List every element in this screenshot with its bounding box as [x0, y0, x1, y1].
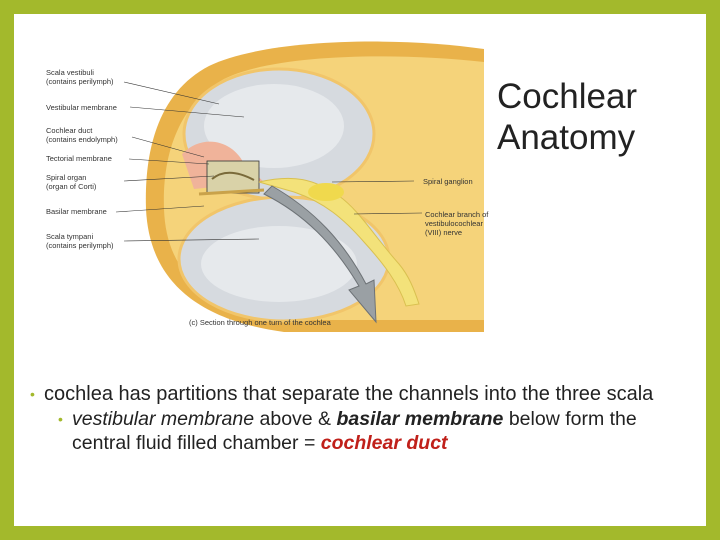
bullet-list: • cochlea has partitions that separate t…	[30, 382, 700, 455]
bullet-dot-icon: •	[58, 411, 63, 427]
bullet-item: • cochlea has partitions that separate t…	[30, 382, 700, 406]
label-scala-tympani-note: (contains perilymph)	[46, 241, 114, 250]
label-cochlear-branch-3: (VIII) nerve	[425, 228, 462, 237]
label-cochlear-branch-2: vestibulocochlear	[425, 219, 483, 228]
basilar-membrane-line	[198, 188, 265, 196]
label-spiral-organ: Spiral organ	[46, 173, 86, 182]
sub-bullet-item: • vestibular membrane above & basilar me…	[30, 407, 700, 455]
slide: Scala vestibuli (contains perilymph) Ves…	[14, 14, 706, 526]
cochlea-section-figure: Scala vestibuli (contains perilymph) Ves…	[46, 41, 489, 332]
sub-bullet-text: below form the central fluid filled cham…	[72, 408, 637, 454]
label-cochlear-duct: Cochlear duct	[46, 126, 93, 135]
label-spiral-ganglion: Spiral ganglion	[423, 177, 473, 186]
term-cochlear-duct: cochlear duct	[320, 432, 448, 454]
spiral-direction-arrow	[263, 185, 377, 324]
figure-caption: (c) Section through one turn of the coch…	[189, 318, 332, 327]
slide-title: Cochlear Anatomy	[497, 77, 638, 157]
label-tectorial-membrane: Tectorial membrane	[46, 154, 112, 163]
label-cochlear-branch: Cochlear branch of	[425, 210, 489, 219]
label-scala-tympani: Scala tympani	[46, 232, 93, 241]
bullet-dot-icon: •	[30, 386, 35, 402]
bullet-text: cochlea has partitions that separate the…	[44, 383, 654, 405]
label-spiral-organ-note: (organ of Corti)	[46, 182, 97, 191]
label-scala-vestibuli: Scala vestibuli	[46, 68, 94, 77]
term-basilar-membrane: basilar membrane	[336, 408, 504, 430]
term-vestibular-membrane: vestibular membrane	[72, 408, 255, 430]
sub-bullet-text: above &	[254, 408, 337, 430]
leader-lines	[115, 81, 423, 242]
label-vestibular-membrane: Vestibular membrane	[46, 103, 117, 112]
label-scala-vestibuli-note: (contains perilymph)	[46, 77, 114, 86]
label-basilar-membrane: Basilar membrane	[46, 207, 107, 216]
label-cochlear-duct-note: (contains endolymph)	[46, 135, 118, 144]
